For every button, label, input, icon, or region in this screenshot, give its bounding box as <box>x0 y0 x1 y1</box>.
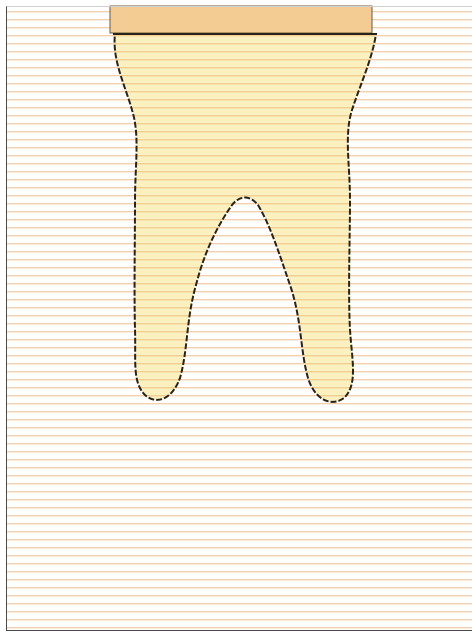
frame-border <box>6 6 472 631</box>
